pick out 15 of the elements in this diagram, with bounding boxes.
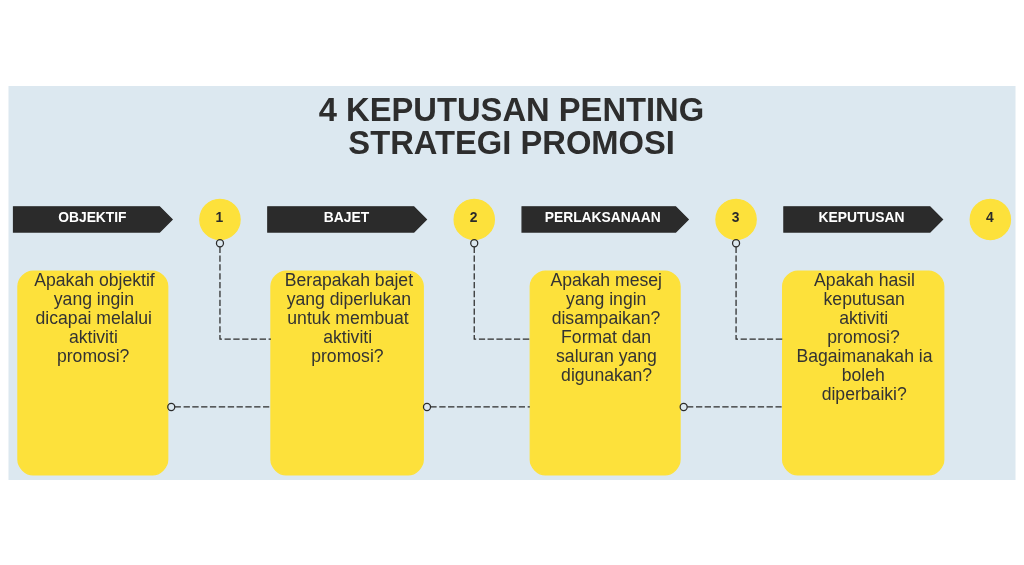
connector xyxy=(215,238,272,340)
connector xyxy=(731,238,783,340)
connector xyxy=(470,238,531,340)
node-circle: 1 xyxy=(199,198,241,240)
node-circle: 4 xyxy=(969,198,1012,240)
node-box: Apakah hasil keputusan aktiviti promosi? Bagaimanakah ia boleh diperbaiki? xyxy=(782,269,945,476)
node-box: Berapakah bajet yang diperlukan untuk membuat aktiviti promosi? xyxy=(270,269,424,476)
connector xyxy=(679,402,784,411)
connector xyxy=(422,402,531,411)
node-circle: 2 xyxy=(453,198,495,240)
node-box: Apakah objektif yang ingin dicapai melalui aktiviti promosi? xyxy=(17,269,169,476)
node-box: Apakah mesej yang ingin disampaikan? Format dan saluran yang digunakan? xyxy=(529,269,681,476)
node-circle: 3 xyxy=(715,198,757,240)
connector xyxy=(167,402,272,411)
diagram-title: 4 KEPUTUSAN PENTING STRATEGI PROMOSI xyxy=(318,90,705,161)
